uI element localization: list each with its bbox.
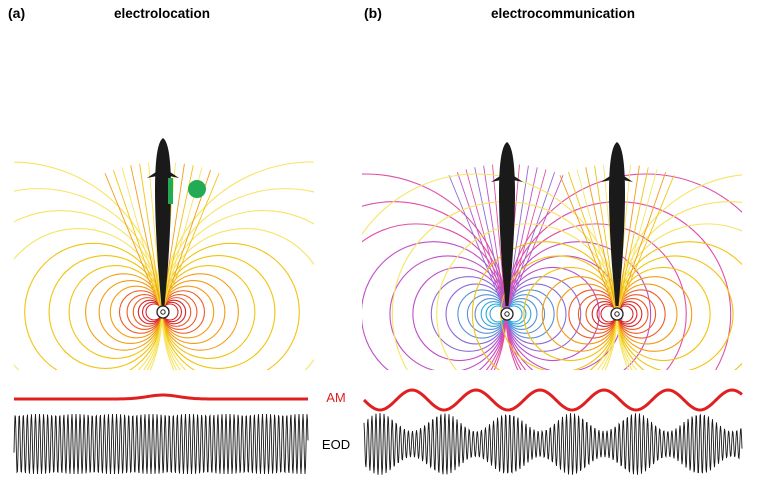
panel-b-label: (b) bbox=[364, 5, 382, 21]
fish-fin bbox=[169, 172, 179, 178]
field-line bbox=[161, 265, 256, 359]
field-line bbox=[505, 169, 547, 315]
field-line bbox=[523, 266, 618, 362]
field-line bbox=[130, 165, 163, 313]
panel-b-am-trace bbox=[362, 388, 743, 412]
field-line bbox=[585, 167, 618, 315]
field-line bbox=[616, 171, 667, 315]
field-line bbox=[505, 266, 600, 362]
field-line bbox=[161, 210, 314, 370]
field-line bbox=[362, 223, 507, 370]
field-line bbox=[616, 165, 640, 315]
panel-a-fish bbox=[147, 138, 179, 306]
dipole-core bbox=[504, 311, 510, 317]
field-line bbox=[616, 174, 742, 370]
fish-body bbox=[155, 138, 171, 306]
fish-fin bbox=[601, 176, 611, 182]
field-line bbox=[616, 266, 711, 362]
panel-a-title: electrolocation bbox=[114, 6, 210, 21]
field-line bbox=[121, 167, 163, 313]
panel-a-am-trace bbox=[14, 393, 308, 401]
panel-a: (a) electrolocation bbox=[8, 5, 314, 370]
field-line bbox=[567, 171, 618, 315]
panel-b: (b) electrocommunication bbox=[362, 5, 742, 370]
field-line bbox=[505, 175, 564, 315]
field-line bbox=[148, 162, 163, 313]
panel-b-dipole bbox=[500, 307, 624, 321]
field-line bbox=[616, 167, 649, 315]
field-line bbox=[24, 242, 163, 370]
field-line bbox=[48, 254, 163, 370]
panel-a-eod-trace bbox=[13, 413, 309, 475]
field-line bbox=[456, 171, 507, 315]
field-line bbox=[474, 167, 507, 315]
fish-fin bbox=[491, 176, 501, 182]
fish-fin bbox=[623, 176, 633, 182]
fish-fin bbox=[147, 172, 157, 178]
fish-body bbox=[609, 142, 625, 306]
panel-a-object-shadow bbox=[168, 178, 173, 204]
fish-fin bbox=[513, 176, 523, 182]
field-line bbox=[139, 163, 163, 313]
field-line bbox=[483, 165, 507, 315]
field-line bbox=[362, 173, 618, 370]
field-line bbox=[161, 173, 220, 313]
field-line bbox=[616, 223, 742, 370]
field-line bbox=[436, 223, 618, 370]
field-line bbox=[492, 164, 507, 315]
field-line bbox=[362, 173, 507, 370]
field-line bbox=[576, 169, 618, 315]
field-line bbox=[412, 266, 507, 362]
field-line bbox=[448, 175, 507, 315]
panel-b-title: electrocommunication bbox=[491, 6, 635, 21]
am-label: AM bbox=[326, 390, 346, 405]
panel-b-eod-trace bbox=[363, 413, 743, 475]
field-line bbox=[616, 255, 734, 370]
signal-traces: AM EOD bbox=[13, 388, 743, 475]
field-line bbox=[616, 175, 675, 315]
field-line bbox=[112, 169, 163, 313]
field-line bbox=[594, 165, 618, 315]
panel-a-dipole bbox=[156, 305, 170, 319]
field-line bbox=[505, 223, 687, 370]
eod-label: EOD bbox=[322, 437, 350, 452]
field-line bbox=[161, 254, 276, 370]
panel-a-label: (a) bbox=[8, 5, 25, 21]
field-line bbox=[616, 241, 742, 370]
field-line bbox=[559, 175, 618, 315]
field-line bbox=[161, 161, 314, 370]
panel-a-object bbox=[188, 180, 206, 198]
dipole-core bbox=[160, 309, 166, 315]
dipole-core bbox=[614, 311, 620, 317]
field-line bbox=[104, 173, 163, 313]
field-line bbox=[389, 255, 507, 370]
field-line bbox=[161, 228, 314, 370]
field-line bbox=[161, 242, 300, 370]
field-line bbox=[465, 169, 507, 315]
fish-body bbox=[499, 142, 515, 306]
panel-b-field-lines bbox=[362, 164, 742, 370]
field-line bbox=[505, 167, 538, 315]
field-line bbox=[616, 169, 658, 315]
field-line bbox=[362, 241, 507, 370]
field-line bbox=[68, 265, 163, 359]
panel-b-fish bbox=[491, 142, 633, 306]
